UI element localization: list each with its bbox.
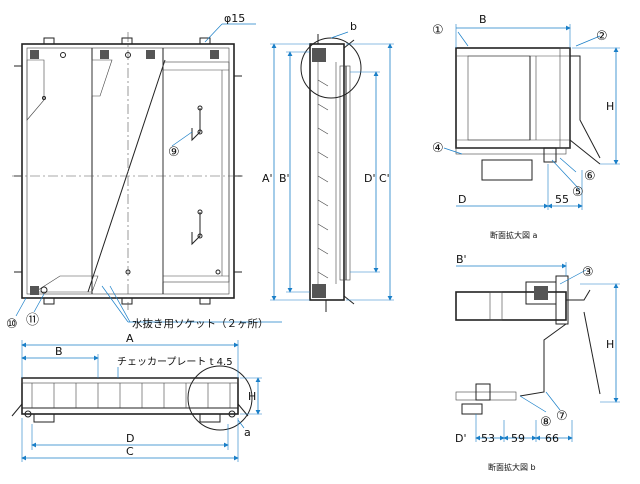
dim-d-prime: D'	[364, 172, 376, 185]
secB-dim-59: 59	[511, 432, 525, 445]
balloon-11: ⑪	[26, 313, 39, 328]
dim-d: D	[126, 432, 134, 445]
dim-c-prime: C'	[379, 172, 390, 185]
balloon-3: ③	[582, 265, 594, 280]
secA-dim-b: B	[479, 13, 487, 26]
secB-dim-d-prime: D'	[455, 432, 467, 445]
phi15-label: φ15	[224, 12, 245, 25]
dim-a: A	[126, 332, 134, 345]
section-a-dimensions	[455, 24, 620, 210]
secA-caption: 断面拡大図 a	[490, 230, 538, 240]
secB-dim-h: H	[606, 338, 614, 351]
secB-dim-66: 66	[545, 432, 559, 445]
section-b-dimensions	[456, 262, 620, 442]
balloon-6: ⑥	[584, 169, 596, 184]
secB-dim-53: 53	[481, 432, 495, 445]
lifting-handle	[191, 108, 201, 142]
plan-view	[12, 23, 282, 323]
section-a	[443, 31, 601, 191]
corner-block	[30, 50, 39, 59]
detail-a-label: a	[244, 426, 251, 439]
section-b	[455, 269, 601, 415]
dim-c: C	[126, 445, 134, 458]
dim-b-prime: B'	[279, 172, 290, 185]
socket-note: 水抜き用ソケット（２ヶ所）	[132, 317, 269, 330]
secB-caption: 断面拡大図 b	[488, 462, 536, 472]
dim-a-prime: A'	[262, 172, 273, 185]
front-frame	[21, 377, 239, 415]
secA-dim-55: 55	[555, 193, 569, 206]
lifting-handle-lower	[191, 212, 201, 246]
balloon-9: ⑨	[168, 145, 180, 160]
balloon-1: ①	[432, 23, 444, 38]
checker-hatch	[26, 59, 45, 121]
dim-h-front: H	[248, 390, 256, 403]
balloon-5: ⑤	[572, 185, 584, 200]
front-dimensions	[21, 340, 262, 462]
detail-a-circle	[187, 365, 253, 431]
balloon-7: ⑦	[556, 409, 568, 424]
detail-b-label: b	[350, 20, 357, 33]
balloon-2: ②	[596, 29, 608, 44]
front-view	[11, 365, 253, 431]
side-frame	[309, 43, 345, 301]
balloon-8: ⑧	[540, 415, 552, 430]
checker-plate-note: チェッカープレート t 4.5	[117, 356, 233, 368]
dim-b: B	[55, 345, 63, 358]
side-view	[300, 31, 362, 312]
secA-dim-d: D	[458, 193, 466, 206]
side-dimensions	[270, 43, 394, 301]
balloon-10: ⑩	[6, 317, 18, 332]
secA-dim-h: H	[606, 100, 614, 113]
secB-dim-b-prime: B'	[456, 253, 467, 266]
balloon-4: ④	[432, 141, 444, 156]
